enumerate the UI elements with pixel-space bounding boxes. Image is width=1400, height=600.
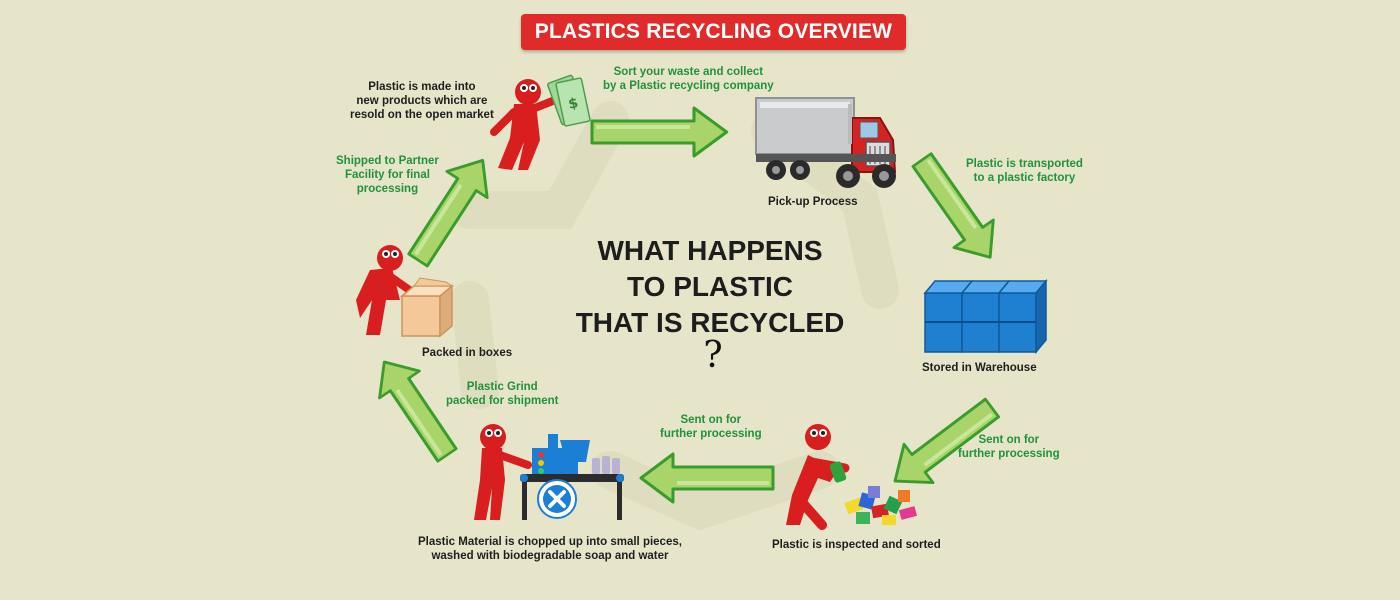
transition-label-sort-collect: Sort your waste and collect by a Plastic… bbox=[603, 65, 774, 93]
center-question-line: WHAT HAPPENS bbox=[597, 235, 823, 266]
stage-label-line: Plastic is made into bbox=[368, 81, 476, 93]
svg-text:$: $ bbox=[567, 95, 580, 113]
sorted-plastics-icon bbox=[844, 486, 918, 525]
transition-label-shipped: Shipped to Partner Facility for final pr… bbox=[336, 154, 439, 196]
money-icon: $ bbox=[547, 74, 591, 127]
grinding-machine-icon bbox=[520, 434, 624, 520]
stage-label-chopped: Plastic Material is chopped up into smal… bbox=[418, 535, 682, 563]
transition-label-line: packed for shipment bbox=[446, 395, 559, 407]
stage-label-line: new products which are bbox=[356, 95, 488, 107]
transition-label-line: Sent on for bbox=[978, 434, 1040, 446]
stage-label-boxes: Packed in boxes bbox=[422, 347, 513, 359]
transition-label-line: Shipped to Partner bbox=[336, 155, 439, 167]
question-mark: ? bbox=[703, 335, 723, 376]
transition-label-line: further processing bbox=[660, 428, 762, 440]
stage-label-inspected: Plastic is inspected and sorted bbox=[772, 539, 941, 551]
inspector-person-icon bbox=[786, 424, 850, 530]
center-question: WHAT HAPPENS TO PLASTIC THAT IS RECYCLED bbox=[530, 233, 890, 341]
transition-label-line: Sort your waste and collect bbox=[613, 66, 764, 78]
truck-icon bbox=[755, 97, 897, 188]
transition-label-line: Plastic is transported bbox=[966, 158, 1083, 170]
stage-label-line: washed with biodegradable soap and water bbox=[431, 550, 669, 562]
transition-label-line: Plastic Grind bbox=[466, 381, 538, 393]
transition-label-grind: Plastic Grind packed for shipment bbox=[446, 380, 558, 408]
arrow-grind bbox=[362, 346, 469, 471]
stage-label-line: resold on the open market bbox=[350, 109, 494, 121]
transition-label-line: processing bbox=[356, 183, 419, 195]
stage-label-line: Plastic Material is chopped up into smal… bbox=[418, 536, 682, 548]
transition-label-line: Facility for final bbox=[344, 169, 430, 181]
transition-label-line: to a plastic factory bbox=[973, 172, 1076, 184]
center-question-line: THAT IS RECYCLED bbox=[575, 307, 845, 338]
transition-label-transported: Plastic is transported to a plastic fact… bbox=[966, 157, 1083, 185]
stage-label-new-products: Plastic is made into new products which … bbox=[350, 80, 494, 122]
center-question-line: TO PLASTIC bbox=[627, 271, 793, 302]
transition-label-line: further processing bbox=[958, 448, 1060, 460]
transition-label-sent-on-middle: Sent on for further processing bbox=[660, 413, 762, 441]
warehouse-crates-icon bbox=[923, 278, 1048, 355]
page-title: PLASTICS RECYCLING OVERVIEW bbox=[521, 14, 906, 50]
transition-label-sent-on-right: Sent on for further processing bbox=[958, 433, 1060, 461]
stage-label-pickup: Pick-up Process bbox=[768, 196, 858, 208]
worker-person-icon bbox=[474, 424, 532, 520]
cardboard-box-icon bbox=[399, 277, 455, 338]
stage-label-warehouse: Stored in Warehouse bbox=[922, 362, 1037, 374]
transition-label-line: Sent on for bbox=[680, 414, 742, 426]
transition-label-line: by a Plastic recycling company bbox=[603, 80, 774, 92]
